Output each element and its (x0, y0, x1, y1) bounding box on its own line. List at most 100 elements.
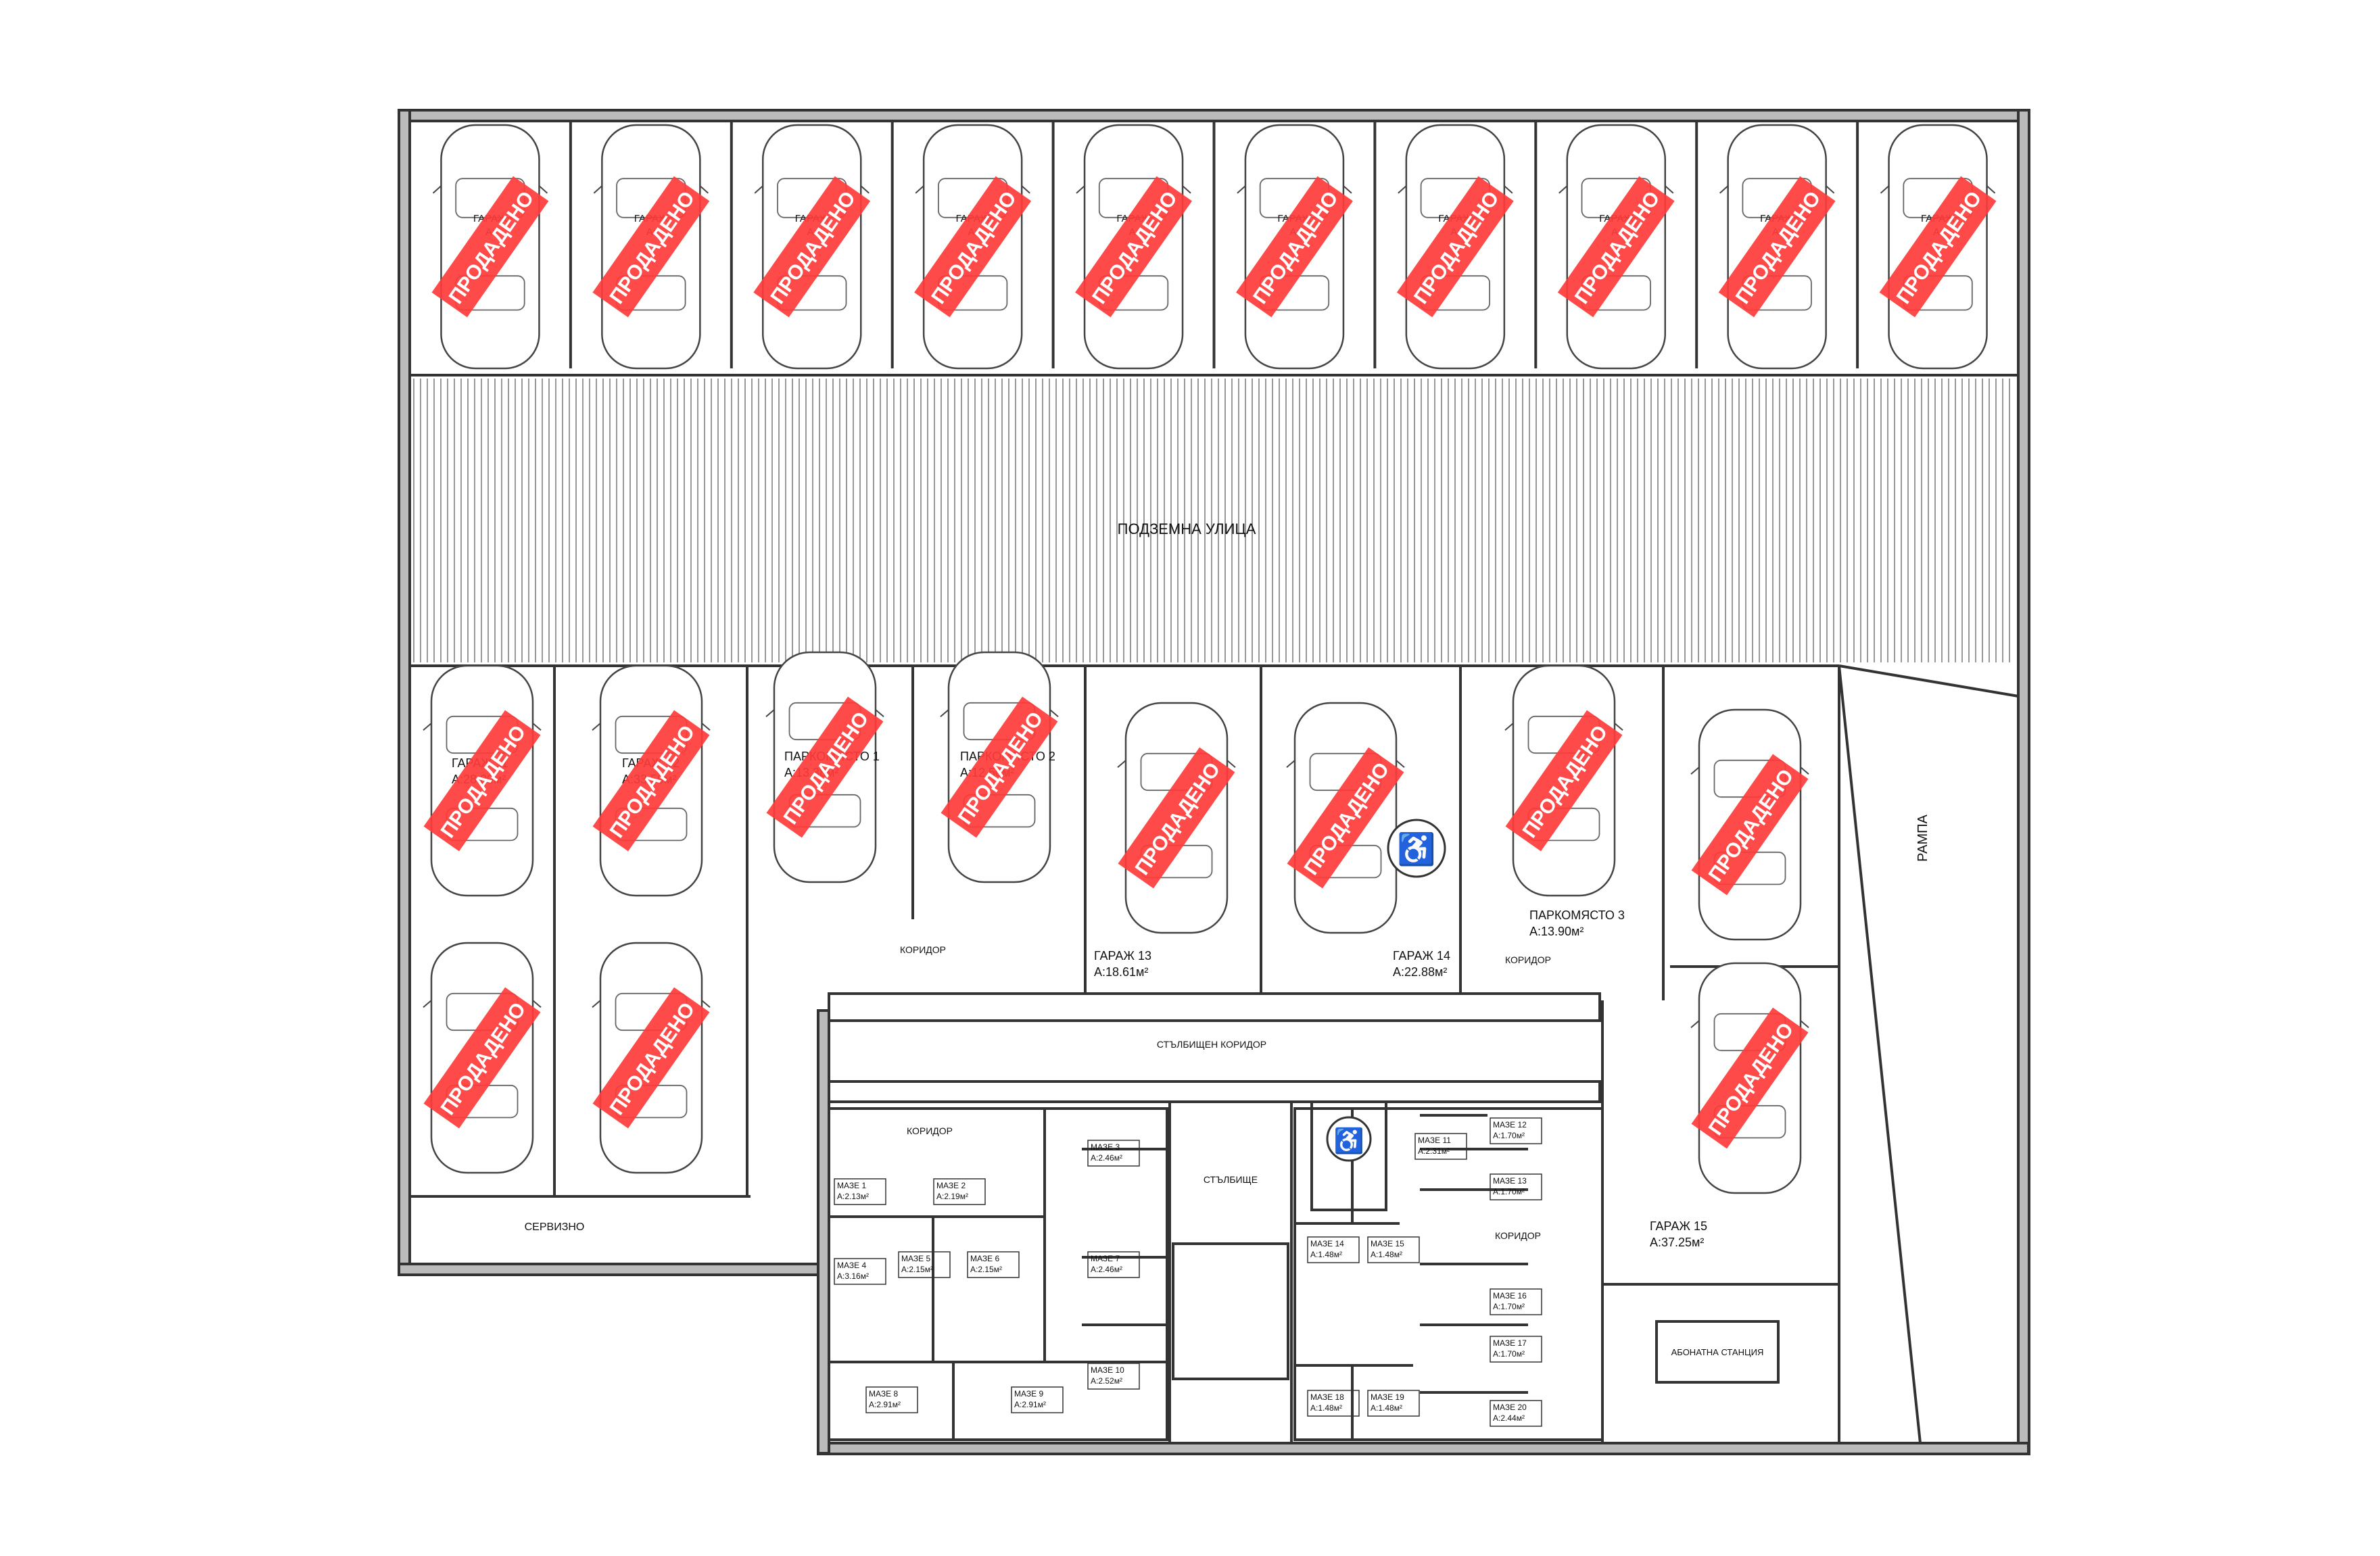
corridor-label-3: КОРИДОР (907, 1125, 953, 1136)
lower-parking-row: ГАРАЖ 11А:28.00м²ПРОДАДЕНО ГАРАЖ 12А:33.5… (423, 651, 1809, 1249)
storage-room: МАЗЕ 8А:2.91м² (865, 1386, 918, 1413)
room-name: МАЗЕ 20 (1493, 1403, 1527, 1412)
room-name: МАЗЕ 5 (901, 1254, 930, 1263)
room-area: А:2.13м² (837, 1192, 869, 1201)
space-name: ПАРКОМЯСТО 3 (1529, 908, 1625, 922)
underground-street (413, 379, 2010, 662)
top-garage: ГАРАЖА:ПРОДАДЕНО (1051, 121, 1192, 370)
space-name: ГАРАЖ 13 (1094, 949, 1151, 963)
room-area: А:1.48м² (1371, 1250, 1402, 1259)
room-area: А:2.15м² (970, 1265, 1002, 1274)
room-area: А:2.46м² (1091, 1153, 1122, 1163)
room-name: МАЗЕ 13 (1493, 1176, 1527, 1186)
parking-space: ПАРКОМЯСТО 2А:12.50м²ПРОДАДЕНО (940, 651, 1059, 883)
room-area: А:2.91м² (869, 1400, 901, 1409)
parking-space: ПРОДАДЕНО (1690, 708, 1809, 941)
corridor-label-1: КОРИДОР (900, 944, 946, 955)
storage-room: МАЗЕ 1 А:2.13м² (834, 1178, 886, 1205)
space-area: А:13.90м² (1529, 925, 1584, 938)
parking-space: ПРОДАДЕНО (592, 942, 711, 1174)
room-name: МАЗЕ 14 (1310, 1239, 1344, 1248)
storage-room: МАЗЕ 16 А:1.70м² (1490, 1288, 1542, 1315)
storage-room: МАЗЕ 18А:1.48м² (1307, 1390, 1360, 1417)
room-area: А:1.48м² (1371, 1403, 1402, 1413)
storage-room: МАЗЕ 15 А:1.48м² (1367, 1236, 1420, 1263)
room-name: МАЗЕ 15 (1371, 1239, 1404, 1248)
space-name: ГАРАЖ 14 (1393, 949, 1450, 963)
room-area: А:1.48м² (1310, 1250, 1342, 1259)
storage-room: МАЗЕ 19А:1.48м² (1367, 1390, 1420, 1417)
top-garage: ГАРАЖА:ПРОДАДЕНО (730, 121, 871, 370)
svg-text:♿: ♿ (1397, 831, 1435, 867)
room-name: МАЗЕ 11 (1418, 1136, 1451, 1145)
svg-text:♿: ♿ (1334, 1127, 1364, 1154)
room-area: А:1.70м² (1493, 1187, 1525, 1196)
storage-room: МАЗЕ 4А:3.16м² (834, 1258, 886, 1285)
room-area: А:2.52м² (1091, 1376, 1122, 1386)
storage-room: МАЗЕ 5 А:2.15м² (898, 1251, 951, 1278)
corridor-label-4: КОРИДОР (1495, 1230, 1541, 1241)
stair-corridor-label: СТЪЛБИЩЕН КОРИДОР (1157, 1039, 1266, 1050)
substation-label: АБОНАТНА СТАНЦИЯ (1671, 1347, 1764, 1357)
building-walls (398, 109, 2030, 1455)
top-garage: ГАРАЖА:ПРОДАДЕНО (1373, 121, 1514, 370)
storage-room: МАЗЕ 11А:2.31м² (1414, 1133, 1467, 1160)
space-area: А:37.25м² (1650, 1236, 1704, 1249)
room-name: МАЗЕ 10 (1091, 1365, 1124, 1375)
room-area: А:2.31м² (1418, 1146, 1450, 1156)
staircase-label: СТЪЛБИЩЕ (1204, 1174, 1258, 1185)
storage-room: МАЗЕ 13А:1.70м² (1490, 1173, 1542, 1200)
top-garage: ГАРАЖА:ПРОДАДЕНО (569, 121, 710, 370)
storage-room: МАЗЕ 14 А:1.48м² (1307, 1236, 1360, 1263)
top-garage: ГАРАЖА:ПРОДАДЕНО (1695, 121, 1836, 370)
top-garage: ГАРАЖА:ПРОДАДЕНО (1212, 121, 1353, 370)
room-name: МАЗЕ 19 (1371, 1392, 1404, 1402)
room-area: А:1.70м² (1493, 1302, 1525, 1311)
space-name: ГАРАЖ 15 (1650, 1219, 1707, 1233)
room-name: МАЗЕ 12 (1493, 1120, 1527, 1129)
parking-space: ПРОДАДЕНО (423, 942, 542, 1174)
room-name: МАЗЕ 9 (1014, 1389, 1043, 1399)
top-garage-row: ГАРАЖА:ПРОДАДЕНОГАРАЖА:ПРОДАДЕНОГАРАЖА:П… (408, 121, 1997, 370)
room-area: А:2.15м² (901, 1265, 933, 1274)
ramp-label: РАМПА (1915, 814, 1930, 861)
room-name: МАЗЕ 4 (837, 1261, 866, 1270)
parking-space: ГАРАЖ 11А:28.00м²ПРОДАДЕНО (423, 664, 542, 897)
room-name: МАЗЕ 6 (970, 1254, 999, 1263)
storage-room: МАЗЕ 3А:2.46м² (1087, 1140, 1140, 1167)
wheelchair-icon: ♿ (1387, 819, 1446, 878)
room-name: МАЗЕ 8 (869, 1389, 898, 1399)
top-garage: ГАРАЖА:ПРОДАДЕНО (1534, 121, 1675, 370)
room-area: А:1.70м² (1493, 1349, 1525, 1359)
room-name: МАЗЕ 1 (837, 1181, 866, 1190)
room-name: МАЗЕ 18 (1310, 1392, 1344, 1402)
parking-space: ПАРКОМЯСТО 1А:13.38м²ПРОДАДЕНО (765, 651, 884, 883)
room-name: МАЗЕ 3 (1091, 1142, 1120, 1152)
room-name: МАЗЕ 2 (936, 1181, 966, 1190)
storage-room: МАЗЕ 10А:2.52м² (1087, 1363, 1140, 1390)
room-area: А:3.16м² (837, 1271, 869, 1281)
room-name: МАЗЕ 7 (1091, 1254, 1120, 1263)
storage-room: МАЗЕ 9А:2.91м² (1011, 1386, 1064, 1413)
lift-wheelchair-icon: ♿ (1326, 1116, 1372, 1162)
space-area: А:22.88м² (1393, 965, 1447, 979)
service-label: СЕРВИЗНО (525, 1221, 585, 1233)
room-area: А:2.44м² (1493, 1413, 1525, 1423)
room-area: А:2.46м² (1091, 1265, 1122, 1274)
room-name: МАЗЕ 17 (1493, 1338, 1527, 1348)
top-garage: ГАРАЖА:ПРОДАДЕНО (1856, 121, 1997, 370)
room-area: А:1.70м² (1493, 1131, 1525, 1140)
top-garage: ГАРАЖА:ПРОДАДЕНО (890, 121, 1032, 370)
storage-room: МАЗЕ 2А:2.19м² (933, 1178, 986, 1205)
top-garage: ГАРАЖА:ПРОДАДЕНО (408, 121, 549, 370)
room-area: А:2.91м² (1014, 1400, 1046, 1409)
parking-space: ГАРАЖ 12А:33.59м²ПРОДАДЕНО (592, 664, 711, 897)
street-label: ПОДЗЕМНА УЛИЦА (1118, 520, 1256, 537)
storage-room: МАЗЕ 6 А:2.15м² (967, 1251, 1020, 1278)
room-name: МАЗЕ 16 (1493, 1291, 1527, 1300)
